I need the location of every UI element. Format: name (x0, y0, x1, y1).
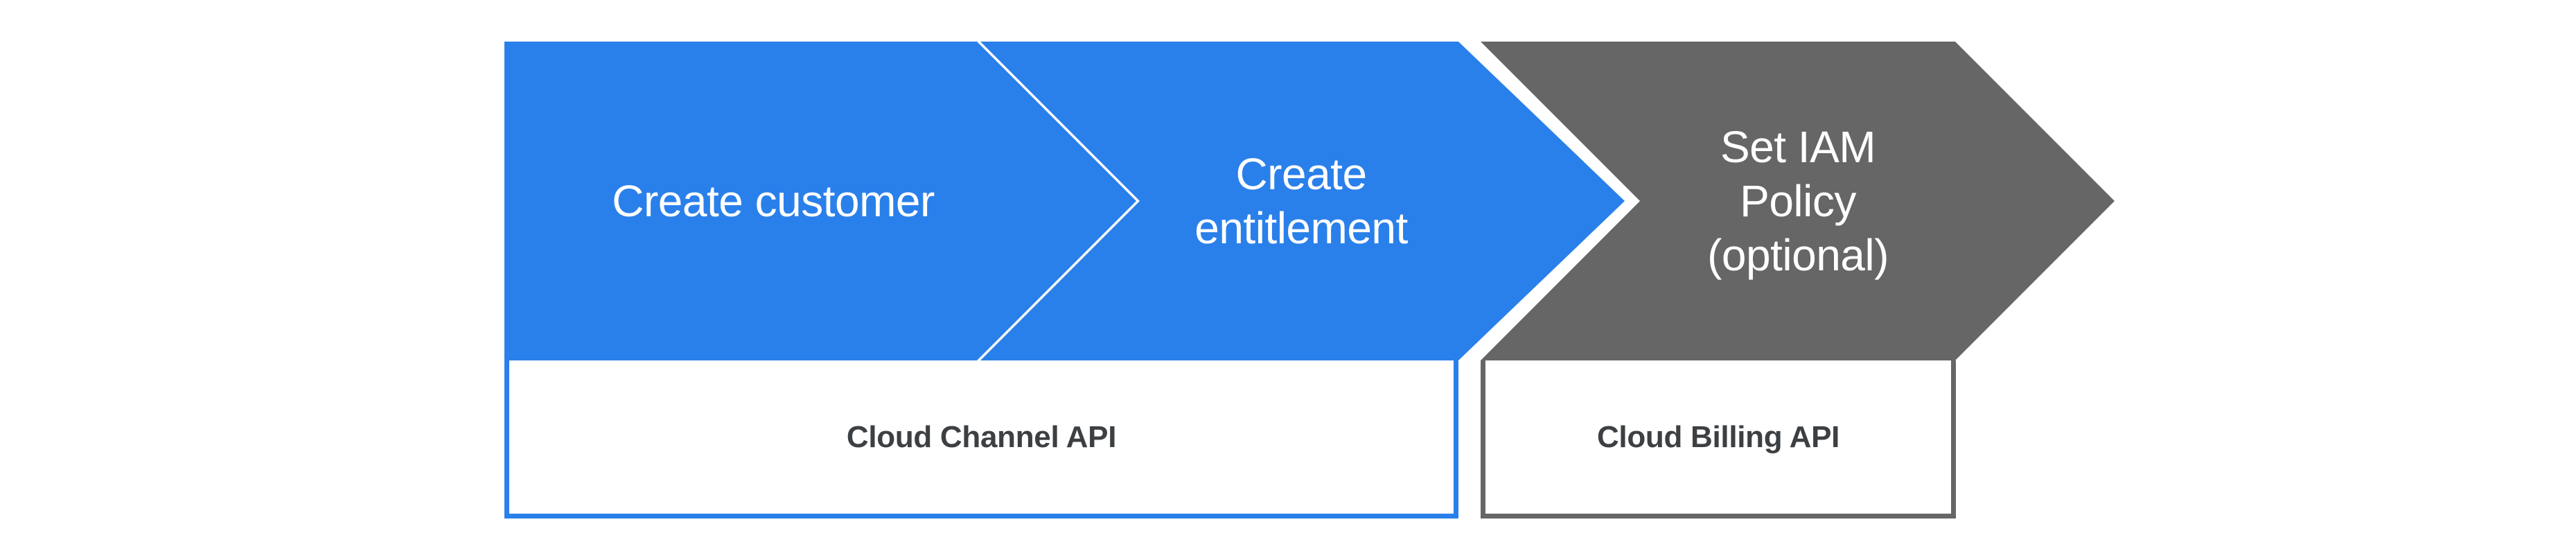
api-group-cloud-channel-api[interactable]: Cloud Channel API (504, 360, 1458, 518)
step-arrow-create-customer[interactable] (504, 42, 1136, 360)
api-group-cloud-billing-api[interactable]: Cloud Billing API (1481, 360, 1956, 518)
api-group-label-cloud-channel-api: Cloud Channel API (846, 419, 1117, 454)
step-arrow-set-iam-policy[interactable] (1481, 42, 2115, 360)
step-arrow-create-entitlement[interactable] (980, 42, 1625, 360)
api-group-label-cloud-billing-api: Cloud Billing API (1596, 419, 1840, 454)
